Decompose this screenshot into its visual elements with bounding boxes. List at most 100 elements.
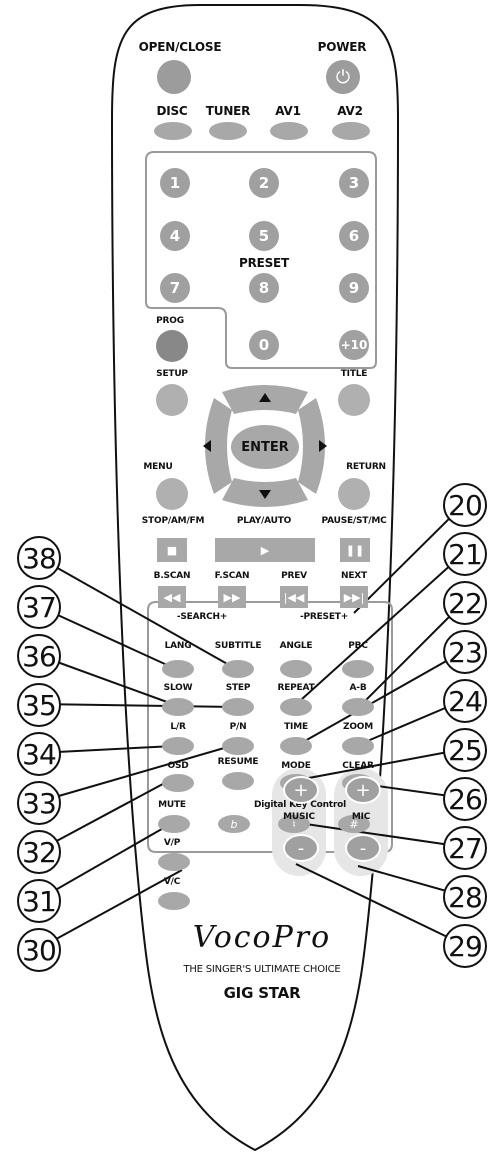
disc-button[interactable] — [154, 122, 192, 140]
model-name: GIG STAR — [224, 984, 301, 1002]
zoom-label: ZOOM — [343, 722, 373, 732]
title-label: TITLE — [341, 369, 368, 379]
stop-button[interactable]: ■ — [157, 538, 187, 562]
prog-label: PROG — [156, 316, 184, 326]
ab-label: A-B — [350, 683, 367, 693]
skip-back-icon: |◀◀ — [284, 591, 305, 604]
callout-31: 31 — [17, 879, 61, 923]
pn-button[interactable] — [222, 737, 254, 755]
number-9-button[interactable]: 9 — [339, 273, 369, 303]
lr-label: L/R — [170, 722, 185, 732]
mic-label: MIC — [352, 812, 370, 822]
fscan-button[interactable]: ▶▶ — [218, 586, 246, 608]
music-label: MUSIC — [283, 812, 315, 822]
pbc-button[interactable] — [342, 660, 374, 678]
ab-button[interactable] — [342, 698, 374, 716]
number-5-button[interactable]: 5 — [249, 221, 279, 251]
music-minus-button[interactable]: - — [283, 834, 319, 862]
callout-27: 27 — [443, 826, 487, 870]
vp-button[interactable] — [158, 853, 190, 871]
callout-38: 38 — [17, 536, 61, 580]
plus-10-button[interactable]: +10 — [339, 330, 369, 360]
av1-label: AV1 — [275, 104, 301, 118]
next-label: NEXT — [341, 571, 367, 581]
mute-label: MUTE — [158, 800, 186, 810]
angle-button[interactable] — [280, 660, 312, 678]
tuner-button[interactable] — [209, 122, 247, 140]
osd-button[interactable] — [162, 774, 194, 792]
setup-button[interactable] — [156, 384, 188, 416]
number-8-button[interactable]: 8 — [249, 273, 279, 303]
resume-button[interactable] — [222, 772, 254, 790]
key-flat-button[interactable]: b — [218, 815, 250, 833]
menu-button[interactable] — [156, 478, 188, 510]
mic-plus-button[interactable]: + — [345, 776, 381, 804]
setup-label: SETUP — [156, 369, 188, 379]
next-button[interactable]: ▶▶| — [340, 586, 368, 608]
lang-button[interactable] — [162, 660, 194, 678]
av2-button[interactable] — [332, 122, 370, 140]
callout-35: 35 — [17, 683, 61, 727]
power-icon: ⏻ — [336, 67, 350, 88]
prev-button[interactable]: |◀◀ — [280, 586, 308, 608]
mic-minus-button[interactable]: - — [345, 834, 381, 862]
prog-button[interactable] — [156, 330, 188, 362]
time-label: TIME — [284, 722, 308, 732]
number-1-button[interactable]: 1 — [160, 168, 190, 198]
number-6-button[interactable]: 6 — [339, 221, 369, 251]
lr-button[interactable] — [162, 737, 194, 755]
tuner-label: TUNER — [206, 104, 250, 118]
brand-logo: VocoPro — [193, 920, 331, 955]
number-2-button[interactable]: 2 — [249, 168, 279, 198]
enter-button[interactable]: ENTER — [231, 425, 299, 469]
preset-label: PRESET — [239, 256, 289, 270]
time-button[interactable] — [280, 737, 312, 755]
slow-button[interactable] — [162, 698, 194, 716]
number-3-button[interactable]: 3 — [339, 168, 369, 198]
callout-37: 37 — [17, 585, 61, 629]
vc-label: V/C — [164, 877, 180, 887]
av2-label: AV2 — [337, 104, 363, 118]
return-button[interactable] — [338, 478, 370, 510]
callout-36: 36 — [17, 634, 61, 678]
callout-30: 30 — [17, 928, 61, 972]
step-label: STEP — [226, 683, 251, 693]
pause-button[interactable]: ❚❚ — [340, 538, 370, 562]
number-4-button[interactable]: 4 — [160, 221, 190, 251]
bscan-button[interactable]: ◀◀ — [158, 586, 186, 608]
subtitle-button[interactable] — [222, 660, 254, 678]
music-plus-button[interactable]: + — [283, 776, 319, 804]
number-0-button[interactable]: 0 — [249, 330, 279, 360]
step-button[interactable] — [222, 698, 254, 716]
menu-label: MENU — [143, 462, 172, 472]
callout-24: 24 — [443, 679, 487, 723]
title-button[interactable] — [338, 384, 370, 416]
vp-label: V/P — [164, 838, 180, 848]
stop-icon: ■ — [167, 544, 177, 557]
zoom-button[interactable] — [342, 737, 374, 755]
power-label: POWER — [318, 40, 367, 54]
open-close-label: OPEN/CLOSE — [139, 40, 222, 54]
power-button[interactable]: ⏻ — [326, 60, 360, 94]
mute-button[interactable] — [158, 815, 190, 833]
brand-tagline: THE SINGER'S ULTIMATE CHOICE — [183, 964, 340, 975]
callout-32: 32 — [17, 830, 61, 874]
prev-label: PREV — [281, 571, 307, 581]
fast-forward-icon: ▶▶ — [224, 591, 241, 604]
osd-label: OSD — [167, 761, 188, 771]
subtitle-label: SUBTITLE — [215, 641, 262, 651]
resume-label: RESUME — [218, 757, 259, 767]
fscan-label: F.SCAN — [215, 571, 250, 581]
callout-22: 22 — [443, 581, 487, 625]
vc-button[interactable] — [158, 892, 190, 910]
number-7-button[interactable]: 7 — [160, 273, 190, 303]
pause-icon: ❚❚ — [346, 544, 364, 557]
repeat-button[interactable] — [280, 698, 312, 716]
play-label: PLAY/AUTO — [237, 516, 291, 526]
av1-button[interactable] — [270, 122, 308, 140]
play-icon: ▶ — [261, 544, 269, 557]
open-close-button[interactable] — [157, 60, 191, 94]
mode-label: MODE — [281, 761, 310, 771]
play-button[interactable]: ▶ — [215, 538, 315, 562]
